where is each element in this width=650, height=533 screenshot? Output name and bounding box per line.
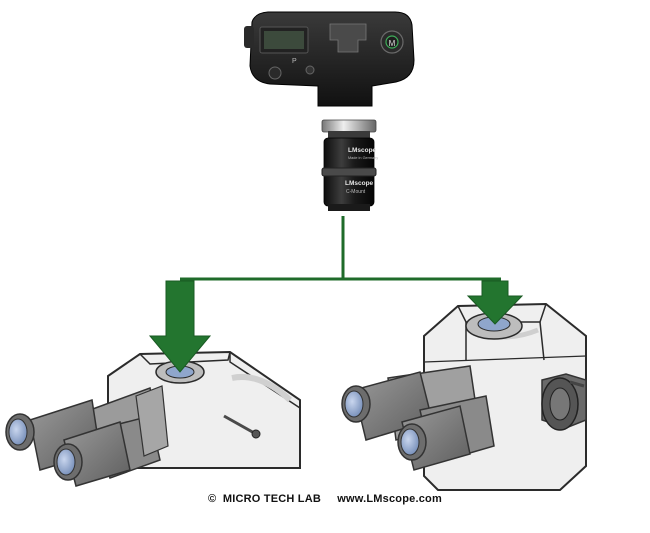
knob-tip: [251, 429, 261, 439]
ergo-head-right: [341, 302, 587, 491]
adapter-collar: [328, 131, 370, 139]
adapter-mid-ring: [321, 167, 377, 177]
mode-label: P: [292, 58, 297, 65]
adapter-model-line: Made in Germany: [348, 156, 378, 160]
strap-lug: [244, 26, 254, 48]
camera: M P: [244, 11, 415, 107]
eyepiece-lens-upper-right: [344, 390, 364, 418]
down-arrow-icon: [148, 280, 212, 373]
shutter-button: [268, 66, 282, 80]
adapter-thread: [328, 204, 370, 211]
adapter-brand-lower: LMscope: [345, 180, 374, 187]
mode-dial-label: M: [389, 39, 396, 48]
control-button: [305, 65, 315, 75]
eyepiece-lens-left: [8, 418, 28, 446]
down-arrow-icon: [466, 280, 524, 325]
eyepiece-lens-lower-right: [400, 428, 420, 456]
hot-shoe: [329, 23, 367, 53]
adapter-brand: LMscope: [348, 147, 377, 154]
bayonet-ring: [321, 119, 377, 133]
c-mount-adapter: LMscope Made in Germany LMscope C-Mount: [321, 119, 378, 211]
adapter-mount: C-Mount: [346, 189, 366, 195]
connector-lines: [180, 216, 501, 281]
lcd-screen: [264, 31, 304, 49]
eyepiece-lens-right: [56, 448, 76, 476]
binocular-bridge: [135, 385, 169, 457]
copyright-footer: © MICRO TECH LAB www.LMscope.com: [208, 493, 442, 505]
knob-rod: [223, 414, 257, 436]
trinocular-head-left: [5, 350, 301, 487]
